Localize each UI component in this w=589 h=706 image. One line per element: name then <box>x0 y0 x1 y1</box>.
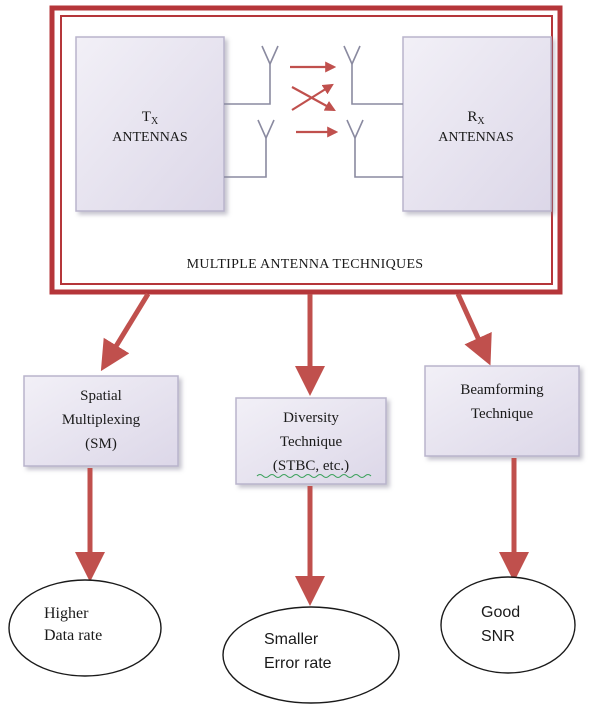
rx-label: ANTENNAS <box>438 130 513 145</box>
rx-antenna-wire-bottom <box>354 138 403 178</box>
technique-box-beamforming: Beamforming Technique <box>424 365 580 457</box>
tx-symbol: TX <box>142 109 159 127</box>
rx-symbol: RX <box>467 109 485 127</box>
outcome-good-snr: Good SNR <box>440 576 576 674</box>
arrow-to-beamforming-icon <box>455 292 492 366</box>
technique-to-outcome-arrows <box>75 458 529 606</box>
tx-antenna-wire-bottom <box>224 138 267 178</box>
signal-arrows <box>290 61 339 138</box>
spellcheck-underline <box>256 474 372 478</box>
svg-text:Data rate: Data rate <box>44 627 102 644</box>
rx-antenna-wire-top <box>351 64 403 105</box>
tx-antenna-bottom-icon <box>257 119 275 139</box>
tx-antenna-top-icon <box>261 45 279 65</box>
rx-antennas-box: RX ANTENNAS <box>402 36 552 212</box>
rx-antenna-bottom-icon <box>346 119 364 139</box>
svg-text:(SM): (SM) <box>85 436 117 452</box>
svg-text:(STBC, etc.): (STBC, etc.) <box>273 458 349 474</box>
frame-to-technique-arrows <box>100 292 492 396</box>
svg-text:Diversity: Diversity <box>283 410 339 426</box>
svg-text:Smaller: Smaller <box>264 631 319 648</box>
tx-antennas-box: TX ANTENNAS <box>75 36 225 212</box>
svg-text:Beamforming: Beamforming <box>460 382 544 398</box>
tx-label: ANTENNAS <box>112 130 187 145</box>
svg-text:Good: Good <box>481 604 520 621</box>
rx-antenna-top-icon <box>343 45 361 65</box>
outcome-higher-data-rate: Higher Data rate <box>8 579 162 677</box>
svg-text:Error rate: Error rate <box>264 655 332 672</box>
arrow-diag-down-icon <box>291 86 336 112</box>
svg-text:SNR: SNR <box>481 628 515 645</box>
outcome-smaller-error-rate: Smaller Error rate <box>222 606 400 704</box>
svg-text:Spatial: Spatial <box>80 388 122 404</box>
technique-box-diversity: Diversity Technique (STBC, etc.) <box>235 397 387 485</box>
technique-box-spatial-multiplexing: Spatial Multiplexing (SM) <box>23 375 179 467</box>
svg-text:Higher: Higher <box>44 605 89 622</box>
tx-antenna-wire-top <box>224 64 271 105</box>
svg-text:Technique: Technique <box>280 434 343 450</box>
main-caption: MULTIPLE ANTENNA TECHNIQUES <box>187 257 424 272</box>
svg-text:Technique: Technique <box>471 406 534 422</box>
svg-text:Multiplexing: Multiplexing <box>62 412 141 428</box>
arrow-diag-up-icon <box>291 83 334 111</box>
rx-antenna-icons <box>343 45 403 178</box>
tx-antenna-icons <box>224 45 279 178</box>
arrow-to-sm-icon <box>100 292 151 372</box>
